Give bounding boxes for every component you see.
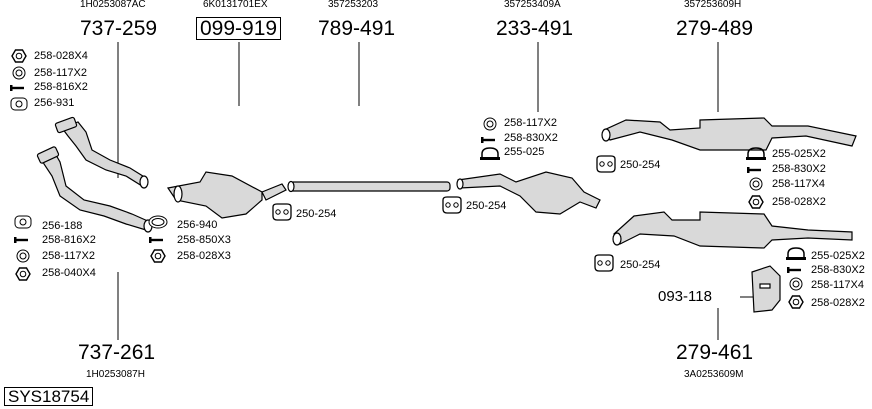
- fitting-code[interactable]: 255-025X2: [772, 148, 826, 160]
- fitting-code[interactable]: 258-040X4: [42, 267, 96, 279]
- part-number[interactable]: 233-491: [496, 17, 574, 40]
- part-number-highlighted[interactable]: 099-919: [196, 17, 282, 40]
- fitting-code[interactable]: 255-025X2: [811, 250, 865, 262]
- fitting-code[interactable]: 258-830X2: [772, 163, 826, 175]
- fitting-code[interactable]: 256-188: [42, 220, 83, 232]
- hanger-code[interactable]: 250-254: [620, 159, 661, 171]
- front-pipe-upper: [54, 116, 149, 189]
- gasket-icon: [10, 97, 28, 111]
- oe-number: 357253203: [328, 0, 379, 10]
- bolt-icon: [10, 85, 24, 91]
- fitting-code[interactable]: 258-830X2: [504, 132, 558, 144]
- bolt-icon: [481, 137, 495, 143]
- fitting-code[interactable]: 258-117X4: [811, 279, 865, 291]
- hanger-icon: [442, 196, 462, 214]
- fitting-code[interactable]: 258-816X2: [34, 81, 88, 93]
- oe-number: 3A0253609M: [684, 369, 744, 380]
- oe-number: 6K0131701EX: [203, 0, 268, 10]
- hanger-code[interactable]: 250-254: [466, 200, 507, 212]
- hanger-code[interactable]: 250-254: [296, 208, 337, 220]
- bracket-093-118: [751, 265, 781, 313]
- catalytic-converter: [166, 171, 287, 219]
- fitting-code[interactable]: 258-850X3: [177, 234, 231, 246]
- oe-number: 357253609H: [684, 0, 742, 10]
- fitting-code[interactable]: 258-117X2: [34, 67, 88, 79]
- fitting-code[interactable]: 258-028X2: [811, 297, 865, 309]
- system-code: SYS18754: [4, 387, 94, 406]
- fitting-code[interactable]: 258-816X2: [42, 234, 96, 246]
- oe-number: 357253409A: [504, 0, 561, 10]
- rear-silencer-upper: [601, 117, 857, 151]
- nut-icon: [150, 249, 166, 263]
- hanger-icon: [596, 155, 616, 173]
- hanger-icon: [594, 254, 614, 272]
- part-number[interactable]: 279-461: [676, 341, 754, 364]
- part-number[interactable]: 789-491: [318, 17, 396, 40]
- washer-icon: [12, 66, 26, 80]
- fitting-code[interactable]: 256-931: [34, 97, 75, 109]
- bolt-icon: [149, 237, 163, 243]
- fitting-code[interactable]: 258-830X2: [811, 264, 865, 276]
- middle-silencer: [456, 171, 601, 215]
- fitting-code[interactable]: 258-028X2: [772, 196, 826, 208]
- part-number[interactable]: 737-259: [80, 17, 158, 40]
- fitting-code[interactable]: 258-028X3: [177, 250, 231, 262]
- fitting-code[interactable]: 258-117X4: [772, 178, 826, 190]
- oe-number: 1H0253087AC: [80, 0, 146, 10]
- group-b-icons: [14, 215, 32, 281]
- nut-icon: [15, 267, 31, 281]
- hanger-code[interactable]: 250-254: [620, 259, 661, 271]
- bolt-icon: [14, 237, 28, 243]
- nut-icon: [788, 295, 804, 309]
- bolt-icon: [747, 167, 761, 173]
- fitting-code[interactable]: 256-940: [177, 219, 218, 231]
- ring-gasket-icon: [148, 215, 168, 229]
- oe-number: 1H0253087H: [86, 369, 145, 380]
- clamp-icon: [746, 147, 766, 160]
- rear-silencer-lower: [612, 211, 853, 249]
- nut-icon: [11, 49, 27, 63]
- washer-icon: [789, 277, 803, 291]
- part-number[interactable]: 737-261: [78, 341, 156, 364]
- washer-icon: [749, 177, 763, 191]
- washer-icon: [483, 117, 497, 131]
- part-number[interactable]: 093-118: [658, 288, 712, 305]
- group-f-icons: [786, 247, 806, 309]
- group-e-icons: [746, 147, 766, 209]
- group-a-icons: [10, 49, 28, 111]
- gasket-icon: [14, 215, 32, 229]
- fitting-code[interactable]: 255-025: [504, 146, 545, 158]
- washer-icon: [16, 249, 30, 263]
- nut-icon: [748, 195, 764, 209]
- hanger-icon: [272, 203, 292, 221]
- fitting-code[interactable]: 258-117X2: [504, 117, 558, 129]
- part-number[interactable]: 279-489: [676, 17, 754, 40]
- clamp-icon: [480, 147, 500, 160]
- fitting-code[interactable]: 258-028X4: [34, 50, 88, 62]
- middle-pipe: [287, 180, 451, 193]
- leader-lines: [117, 42, 757, 340]
- group-d-icons: [480, 117, 500, 160]
- bolt-icon: [787, 267, 801, 273]
- fitting-code[interactable]: 258-117X2: [42, 250, 96, 262]
- group-c-icons: [148, 215, 168, 263]
- clamp-icon: [786, 247, 806, 260]
